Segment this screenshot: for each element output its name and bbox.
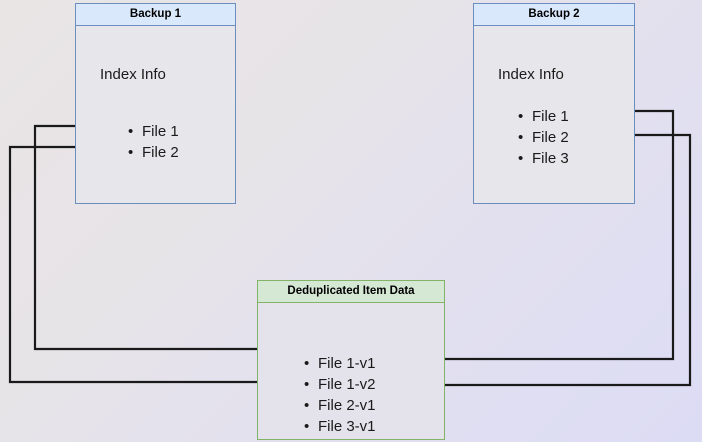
list-item: File 2 [518, 127, 569, 148]
list-item: File 1-v1 [304, 353, 376, 374]
list-item: File 3-v1 [304, 416, 376, 437]
list-item: File 1-v2 [304, 374, 376, 395]
list-item: File 1 [128, 121, 179, 142]
node-deduplicated-item-data[interactable]: Deduplicated Item Data File 1-v1 File 1-… [257, 280, 445, 440]
node-dedup-body: File 1-v1 File 1-v2 File 2-v1 File 3-v1 [258, 303, 444, 439]
node-backup1[interactable]: Backup 1 Index Info File 1 File 2 [75, 3, 236, 204]
node-backup2[interactable]: Backup 2 Index Info File 1 File 2 File 3 [473, 3, 635, 204]
node-backup1-index-label: Index Info [100, 66, 166, 83]
node-backup2-body: Index Info File 1 File 2 File 3 [474, 26, 634, 203]
list-item: File 3 [518, 148, 569, 169]
node-backup2-title: Backup 2 [474, 4, 634, 26]
node-dedup-file-list: File 1-v1 File 1-v2 File 2-v1 File 3-v1 [304, 353, 376, 437]
node-backup1-body: Index Info File 1 File 2 [76, 26, 235, 203]
node-backup1-file-list: File 1 File 2 [128, 121, 179, 163]
list-item: File 1 [518, 106, 569, 127]
node-backup2-index-label: Index Info [498, 66, 564, 83]
node-backup2-file-list: File 1 File 2 File 3 [518, 106, 569, 169]
list-item: File 2 [128, 142, 179, 163]
node-backup1-title: Backup 1 [76, 4, 235, 26]
list-item: File 2-v1 [304, 395, 376, 416]
node-dedup-title: Deduplicated Item Data [258, 281, 444, 303]
